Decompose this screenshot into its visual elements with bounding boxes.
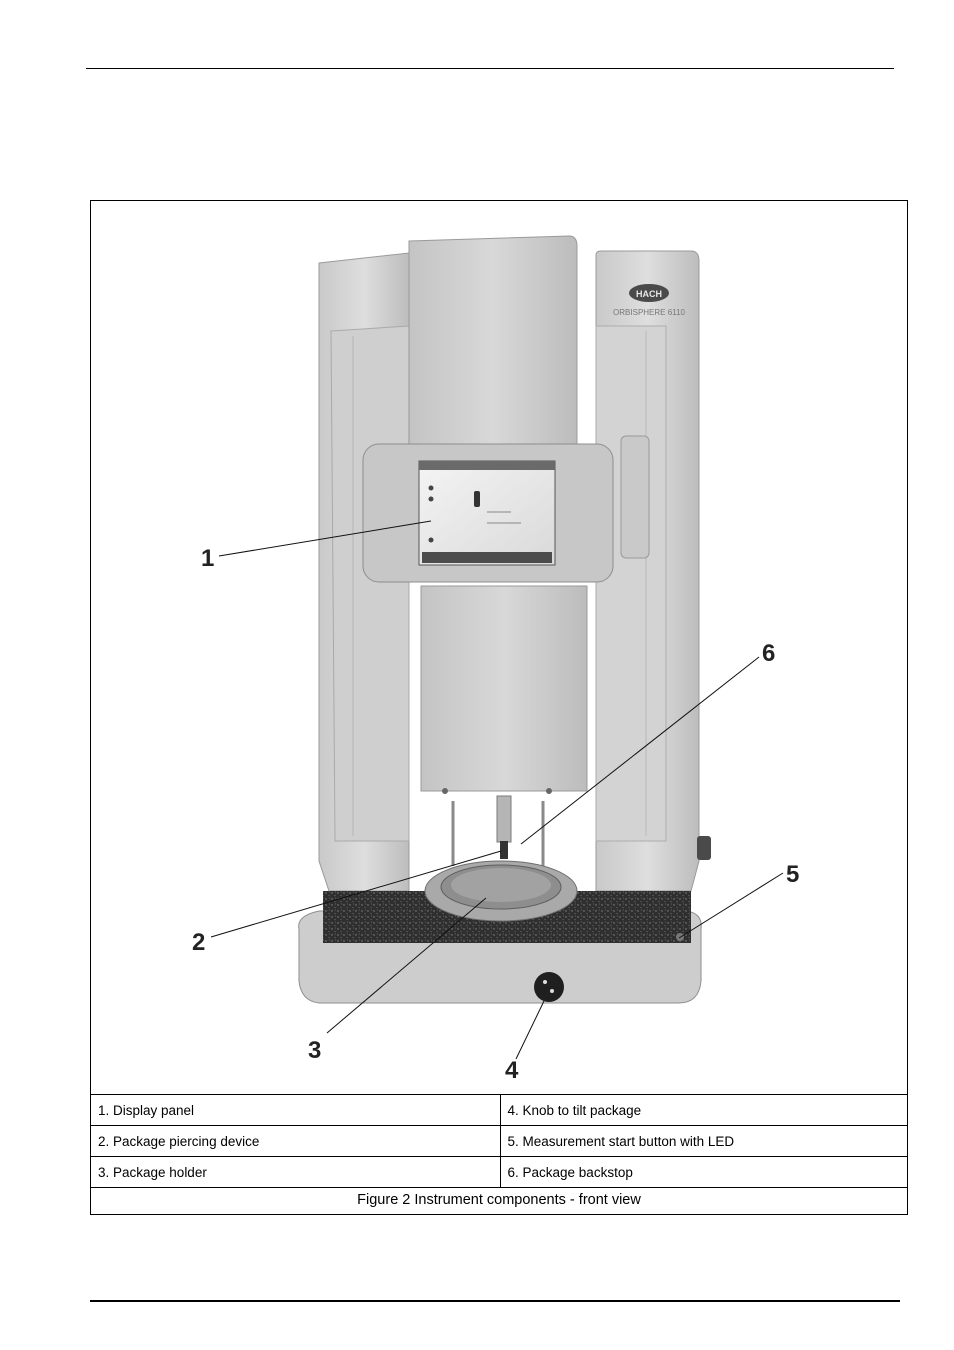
hach-logo-icon <box>629 284 669 302</box>
device-model: ORBISPHERE 6110 <box>613 308 685 317</box>
figure-caption: Figure 2 Instrument components - front v… <box>91 1187 907 1212</box>
legend-item: 4. Knob to tilt package <box>500 1094 907 1126</box>
device-brand: HACH <box>636 289 662 299</box>
legend-item: 5. Measurement start button with LED <box>500 1125 907 1157</box>
instrument-illustration: HACH ORBISPHERE 6110 <box>192 235 799 1084</box>
figure-frame: HACH ORBISPHERE 6110 <box>90 200 908 1215</box>
header-rule <box>86 68 894 69</box>
legend-item: 3. Package holder <box>91 1156 501 1188</box>
base-tray <box>298 860 702 1004</box>
table-row: 1. Display panel 4. Knob to tilt package <box>91 1094 907 1126</box>
legend-item: 2. Package piercing device <box>91 1125 501 1157</box>
callout-2: 2 <box>192 929 205 956</box>
display-panel <box>362 435 650 583</box>
piercing-device <box>451 795 545 866</box>
right-housing: HACH ORBISPHERE 6110 <box>595 250 711 892</box>
callout-4: 4 <box>505 1057 519 1084</box>
center-column <box>408 235 588 794</box>
callout-6: 6 <box>762 640 775 667</box>
callout-1: 1 <box>201 545 214 572</box>
legend-item: 1. Display panel <box>91 1094 501 1126</box>
table-row: 3. Package holder 6. Package backstop <box>91 1156 907 1188</box>
footer-rule <box>90 1300 900 1302</box>
callout-3: 3 <box>308 1037 321 1064</box>
legend-item: 6. Package backstop <box>500 1156 907 1188</box>
table-row: 2. Package piercing device 5. Measuremen… <box>91 1125 907 1157</box>
callout-5: 5 <box>786 861 799 888</box>
table-row: Figure 2 Instrument components - front v… <box>91 1187 907 1212</box>
legend-table: 1. Display panel 4. Knob to tilt package… <box>91 1094 907 1212</box>
tilt-knob-icon <box>534 972 564 1002</box>
side-knob-icon <box>697 836 711 860</box>
callout-leaders <box>210 520 784 1060</box>
